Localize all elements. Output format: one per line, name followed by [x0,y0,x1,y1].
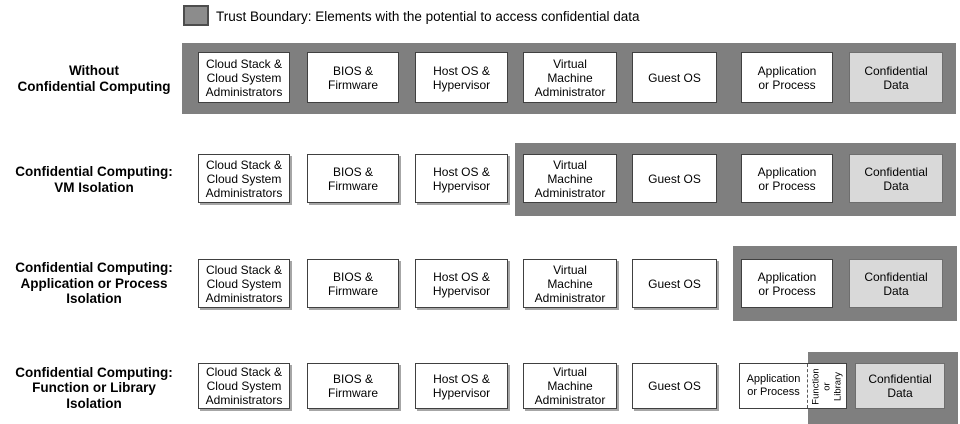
box-cloud-admins-row4: Cloud Stack & Cloud System Administrator… [198,363,290,409]
box-host-os-row4: Host OS & Hypervisor [415,363,508,409]
row-label-without-cc: Without Confidential Computing [17,63,171,94]
box-cloud-admins-row1: Cloud Stack & Cloud System Administrator… [198,52,290,103]
box-guest-os-row1: Guest OS [632,52,717,103]
box-confidential-data-row4: Confidential Data [855,363,945,409]
box-app-process-row4: Application or Process [746,373,801,398]
box-vm-admin-row1: Virtual Machine Administrator [523,52,617,103]
box-confidential-data-row3: Confidential Data [849,259,943,308]
box-guest-os-row2: Guest OS [632,154,717,203]
box-host-os-row2: Host OS & Hypervisor [415,154,508,203]
box-vm-admin-row2: Virtual Machine Administrator [523,154,617,203]
box-function-library-row4: Function or Library [807,364,846,408]
legend-label: Trust Boundary: Elements with the potent… [216,8,640,24]
box-bios-firmware-row2: BIOS & Firmware [307,154,399,203]
box-cloud-admins-row2: Cloud Stack & Cloud System Administrator… [198,154,290,203]
box-confidential-data-row1: Confidential Data [849,52,943,103]
box-bios-firmware-row3: BIOS & Firmware [307,259,399,308]
box-app-process-function-row4: Application or Process Function or Libra… [739,363,847,409]
box-app-process-row2: Application or Process [741,154,833,203]
box-app-process-row3: Application or Process [741,259,833,308]
row-label-app-process-isolation: Confidential Computing: Application or P… [15,260,173,307]
box-guest-os-row3: Guest OS [632,259,717,308]
box-cloud-admins-row3: Cloud Stack & Cloud System Administrator… [198,259,290,308]
row-label-vm-isolation: Confidential Computing: VM Isolation [15,164,173,195]
box-confidential-data-row2: Confidential Data [849,154,943,203]
box-app-process-row1: Application or Process [741,52,833,103]
function-library-label: Function or Library [810,367,844,405]
row-label-function-library-isolation: Confidential Computing: Function or Libr… [15,364,173,411]
box-bios-firmware-row4: BIOS & Firmware [307,363,399,409]
box-guest-os-row4: Guest OS [632,363,717,409]
box-vm-admin-row4: Virtual Machine Administrator [523,363,617,409]
box-bios-firmware-row1: BIOS & Firmware [307,52,399,103]
box-host-os-row1: Host OS & Hypervisor [415,52,508,103]
box-host-os-row3: Host OS & Hypervisor [415,259,508,308]
box-vm-admin-row3: Virtual Machine Administrator [523,259,617,308]
trust-boundary-swatch [183,5,209,26]
